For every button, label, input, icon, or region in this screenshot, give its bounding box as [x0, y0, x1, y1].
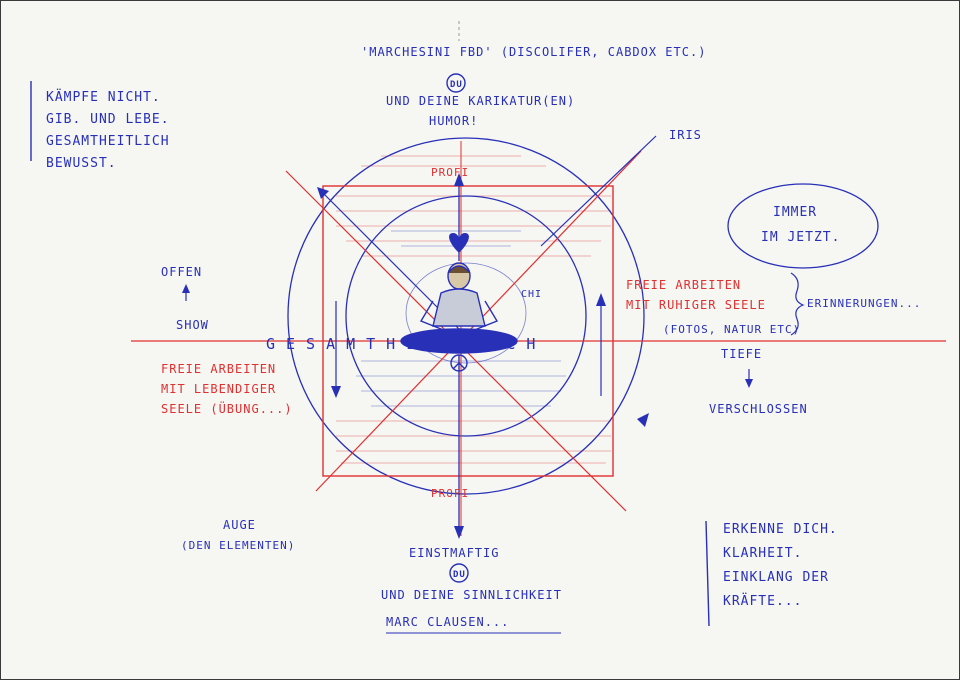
bubble-line1: IMMER	[773, 205, 817, 220]
auge-sub-label: (DEN ELEMENTEN)	[181, 539, 295, 552]
peace-icon	[450, 354, 468, 372]
corner-arrow-icon	[317, 187, 329, 199]
bottom-du: DU	[453, 570, 466, 580]
note-br-3: EINKLANG DER	[723, 570, 829, 585]
bottom-line2: MARC CLAUSEN...	[386, 615, 509, 629]
offen-label: OFFEN	[161, 265, 202, 279]
arrow-up-right-icon	[596, 293, 606, 306]
auge-label: AUGE	[223, 518, 256, 532]
note-right-bar	[705, 520, 710, 627]
note-tl-1: KÄMPFE NICHT.	[46, 89, 161, 105]
note-tl-3: GESAMTHEITLICH	[46, 134, 170, 149]
du-circle-bottom	[449, 563, 469, 583]
note-br-1: ERKENNE DICH.	[723, 522, 838, 537]
red-right-2: MIT RUHIGER SEELE	[626, 298, 766, 312]
note-br-2: KLARHEIT.	[723, 546, 802, 561]
arrow-up-small-icon	[182, 284, 190, 293]
profi-bottom-label: PROFI	[431, 487, 469, 500]
chi-label: CHI	[521, 289, 542, 300]
arrow-down-small-icon	[745, 379, 753, 388]
show-label: SHOW	[176, 318, 209, 332]
meditating-figure-icon	[400, 262, 518, 354]
top-title: 'MARCHESINI FBD' (DISCOLIFER, CABDOX ETC…	[361, 45, 706, 59]
tiefe-label: TIEFE	[721, 347, 762, 361]
arrow-down-left-icon	[331, 386, 341, 398]
red-left-2: MIT LEBENDIGER	[161, 382, 276, 396]
top-line2: HUMOR!	[429, 114, 478, 128]
note-tl-4: BEWUSST.	[46, 156, 117, 171]
outer-circle	[287, 137, 645, 495]
profi-top-label: PROFI	[431, 166, 469, 179]
du-circle-top	[446, 73, 466, 93]
heart-icon	[449, 233, 469, 253]
axis-label: GESAMTHEITLICH	[266, 335, 546, 353]
note-br-4: KRÄFTE...	[723, 593, 802, 609]
iris-label: IRIS	[669, 128, 702, 142]
top-line1: UND DEINE KARIKATUR(EN)	[386, 94, 575, 108]
red-right-1: FREIE ARBEITEN	[626, 278, 741, 292]
iris-pointer-line	[540, 135, 657, 247]
now-bubble	[727, 183, 879, 269]
right-blue-2: (FOTOS, NATUR ETC)	[663, 323, 800, 336]
right-brace	[790, 272, 805, 336]
inner-circle	[345, 195, 587, 437]
verschlossen-label: VERSCHLOSSEN	[709, 402, 808, 416]
note-tl-2: GIB. UND LEBE.	[46, 112, 170, 127]
bottom-line1: UND DEINE SINNLICHKEIT	[381, 588, 562, 602]
top-du: DU	[450, 80, 463, 90]
arrow-down-icon	[454, 526, 464, 539]
arrow-up-icon	[454, 173, 464, 186]
red-square	[322, 185, 614, 477]
aura-ring	[405, 262, 527, 364]
bubble-line2: IM JETZT.	[761, 230, 840, 245]
red-left-3: SEELE (ÜBUNG...)	[161, 400, 293, 416]
corner-arrow-br-icon	[637, 413, 649, 427]
bottom-title: EINSTMAFTIG	[409, 546, 499, 560]
right-blue-1: ERINNERUNGEN...	[807, 297, 921, 310]
red-left-1: FREIE ARBEITEN	[161, 362, 276, 376]
